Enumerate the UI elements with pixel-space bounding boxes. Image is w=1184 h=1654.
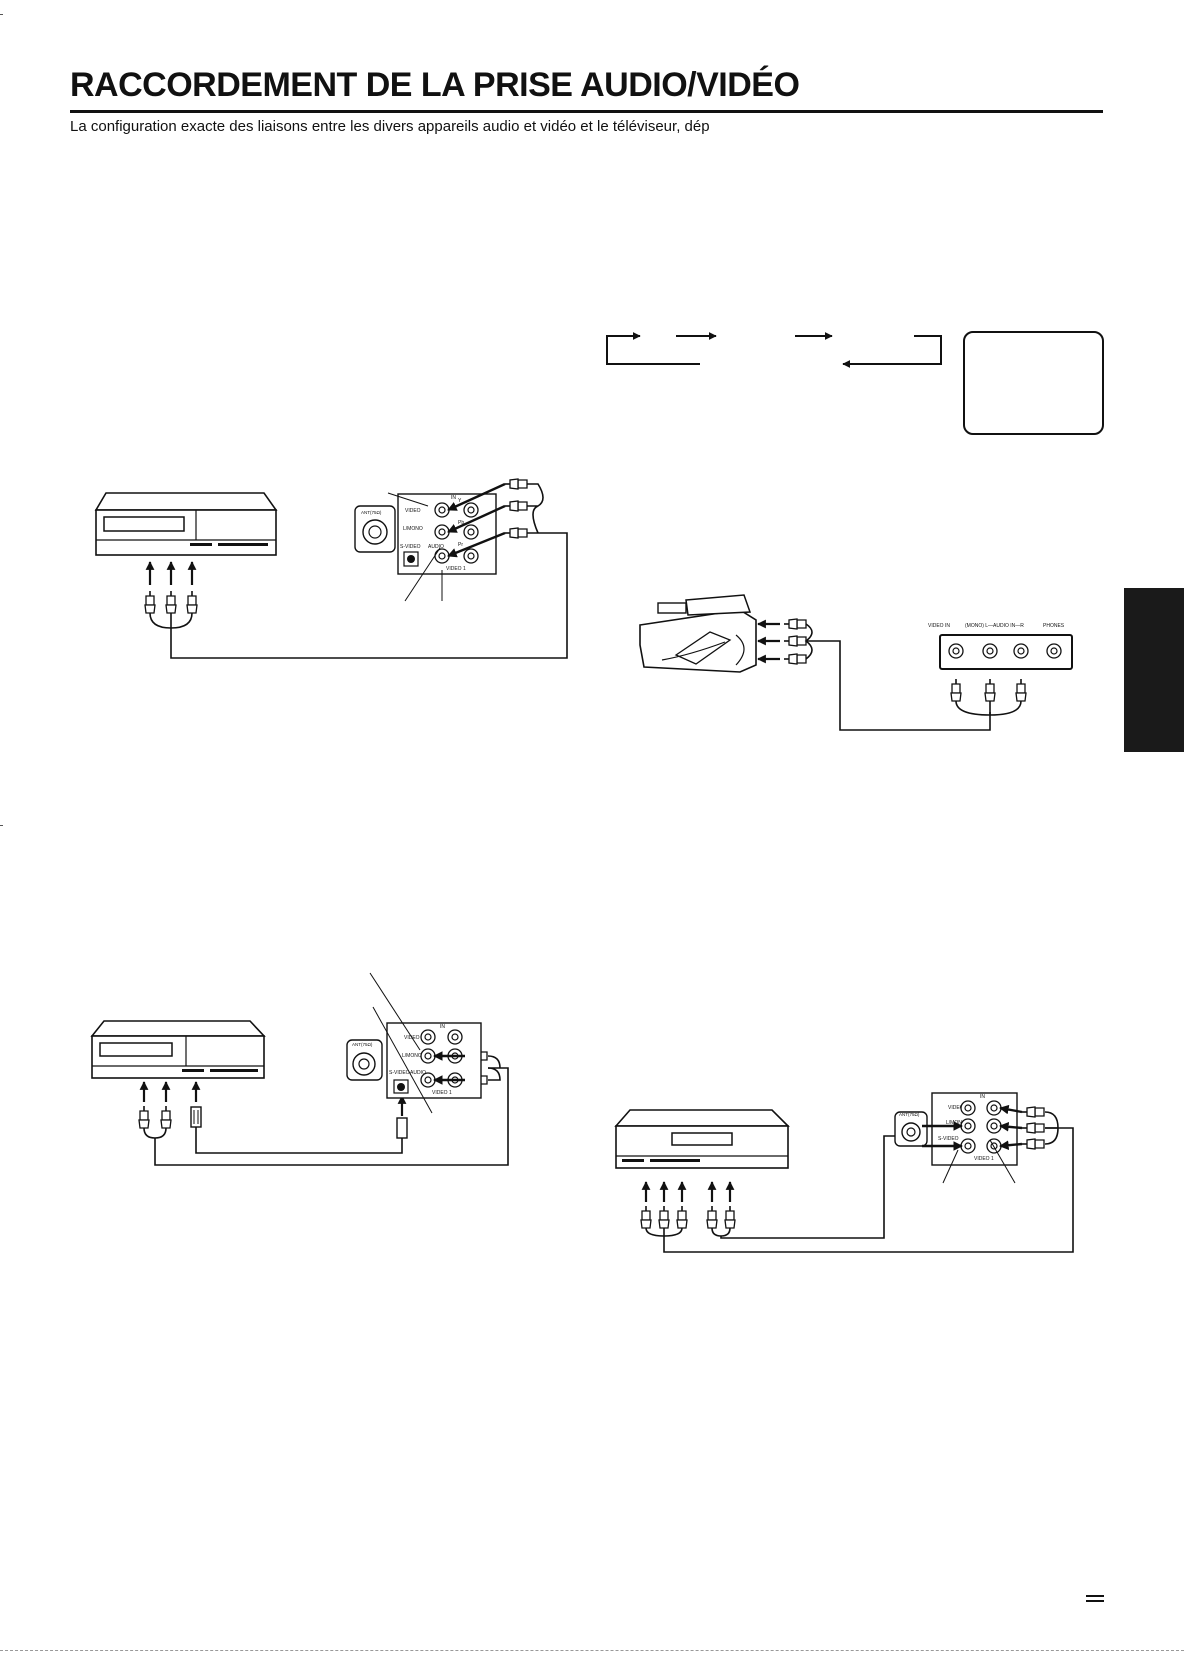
component-connection-figure: ANT(75Ω) IN VIDEO L/MONO S-VIDEO VIDEO 1 — [614, 1092, 1074, 1253]
video-label: VIDEO — [405, 508, 421, 514]
signal-flow-diagram — [606, 331, 1104, 435]
s-video-label-4: S-VIDEO — [938, 1136, 959, 1142]
video1-label: VIDEO 1 — [446, 566, 466, 572]
s-video-label-3: S-VIDEO — [389, 1070, 410, 1076]
audio-label-3: AUDIO — [410, 1070, 426, 1076]
s-video-label: S-VIDEO — [400, 544, 421, 550]
audio-in-label: (MONO) L—AUDIO IN—R — [965, 623, 1024, 629]
video1-label-3: VIDEO 1 — [432, 1090, 452, 1096]
audio-label: AUDIO — [428, 544, 444, 550]
section-side-tab — [1124, 588, 1184, 752]
svideo-connection-figure: ANT(75Ω) IN VIDEO L/MONO S-VIDEO AUDIO V… — [90, 972, 509, 1166]
in-label-4: IN — [980, 1094, 985, 1100]
edge-tick — [0, 825, 3, 826]
in-label-3: IN — [440, 1024, 445, 1030]
camcorder-connection-figure: VIDEO IN (MONO) L—AUDIO IN—R PHONES — [639, 594, 1073, 731]
in-label: IN — [451, 495, 456, 501]
title-underline — [70, 110, 1103, 113]
tv-screen-outline — [963, 331, 1104, 435]
phones-label: PHONES — [1043, 623, 1065, 629]
vcr-connection-figure-1: ANT(75Ω) IN VIDEO Y L/MONO Pb S-VIDEO AU… — [94, 478, 568, 659]
y-label: Y — [458, 498, 462, 504]
l-mono-label-3: L/MONO — [402, 1053, 422, 1059]
video-in-label: VIDEO IN — [928, 623, 950, 629]
ant-label-3: ANT(75Ω) — [352, 1042, 373, 1047]
pr-label: Pr — [458, 542, 463, 548]
ant-label: ANT(75Ω) — [361, 510, 382, 515]
page-number-mark — [1086, 1595, 1104, 1602]
edge-tick — [0, 14, 3, 15]
pb-label: Pb — [458, 520, 464, 526]
intro-text: La configuration exacte des liaisons ent… — [70, 118, 710, 135]
video1-label-4: VIDEO 1 — [974, 1156, 994, 1162]
video-label-4: VIDEO — [948, 1105, 964, 1111]
ant-label-4: ANT(75Ω) — [899, 1112, 920, 1117]
l-mono-label: L/MONO — [403, 526, 423, 532]
bottom-cut-line — [0, 1650, 1184, 1652]
page-title: RACCORDEMENT DE LA PRISE AUDIO/VIDÉO — [70, 66, 800, 104]
